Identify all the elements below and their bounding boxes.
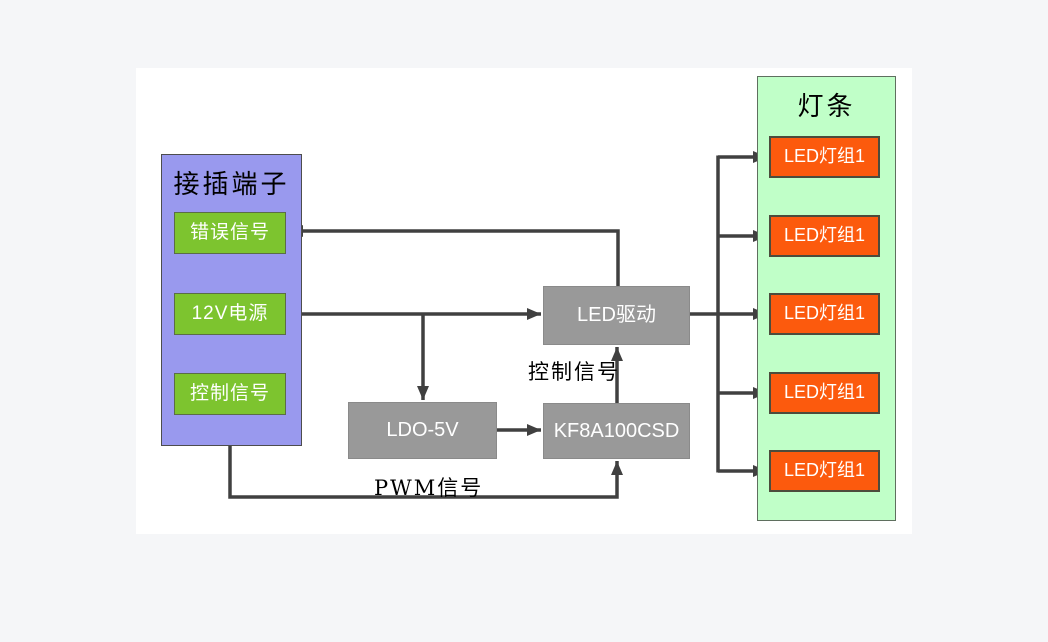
connector-panel-title: 接插端子 bbox=[173, 170, 290, 200]
ldo-5v-block: LDO-5V bbox=[348, 402, 497, 459]
lamp-group-box-5: LED灯组1 bbox=[769, 450, 880, 492]
lamp-group-box-3: LED灯组1 bbox=[769, 293, 880, 335]
power-12v-box: 12V电源 bbox=[174, 293, 286, 335]
control-signal-box: 控制信号 bbox=[174, 373, 286, 415]
pwm-signal-wire-label: PWM信号 bbox=[374, 476, 484, 500]
control-signal-wire-label: 控制信号 bbox=[528, 360, 620, 384]
lamp-group-box-4: LED灯组1 bbox=[769, 372, 880, 414]
led-driver-block: LED驱动 bbox=[543, 286, 690, 345]
lamp-group-box-1: LED灯组1 bbox=[769, 136, 880, 178]
mcu-kf8a100csd-block: KF8A100CSD bbox=[543, 403, 690, 459]
lamp-strip-title: 灯条 bbox=[797, 92, 856, 122]
lamp-group-box-2: LED灯组1 bbox=[769, 215, 880, 257]
error-signal-box: 错误信号 bbox=[174, 212, 286, 254]
